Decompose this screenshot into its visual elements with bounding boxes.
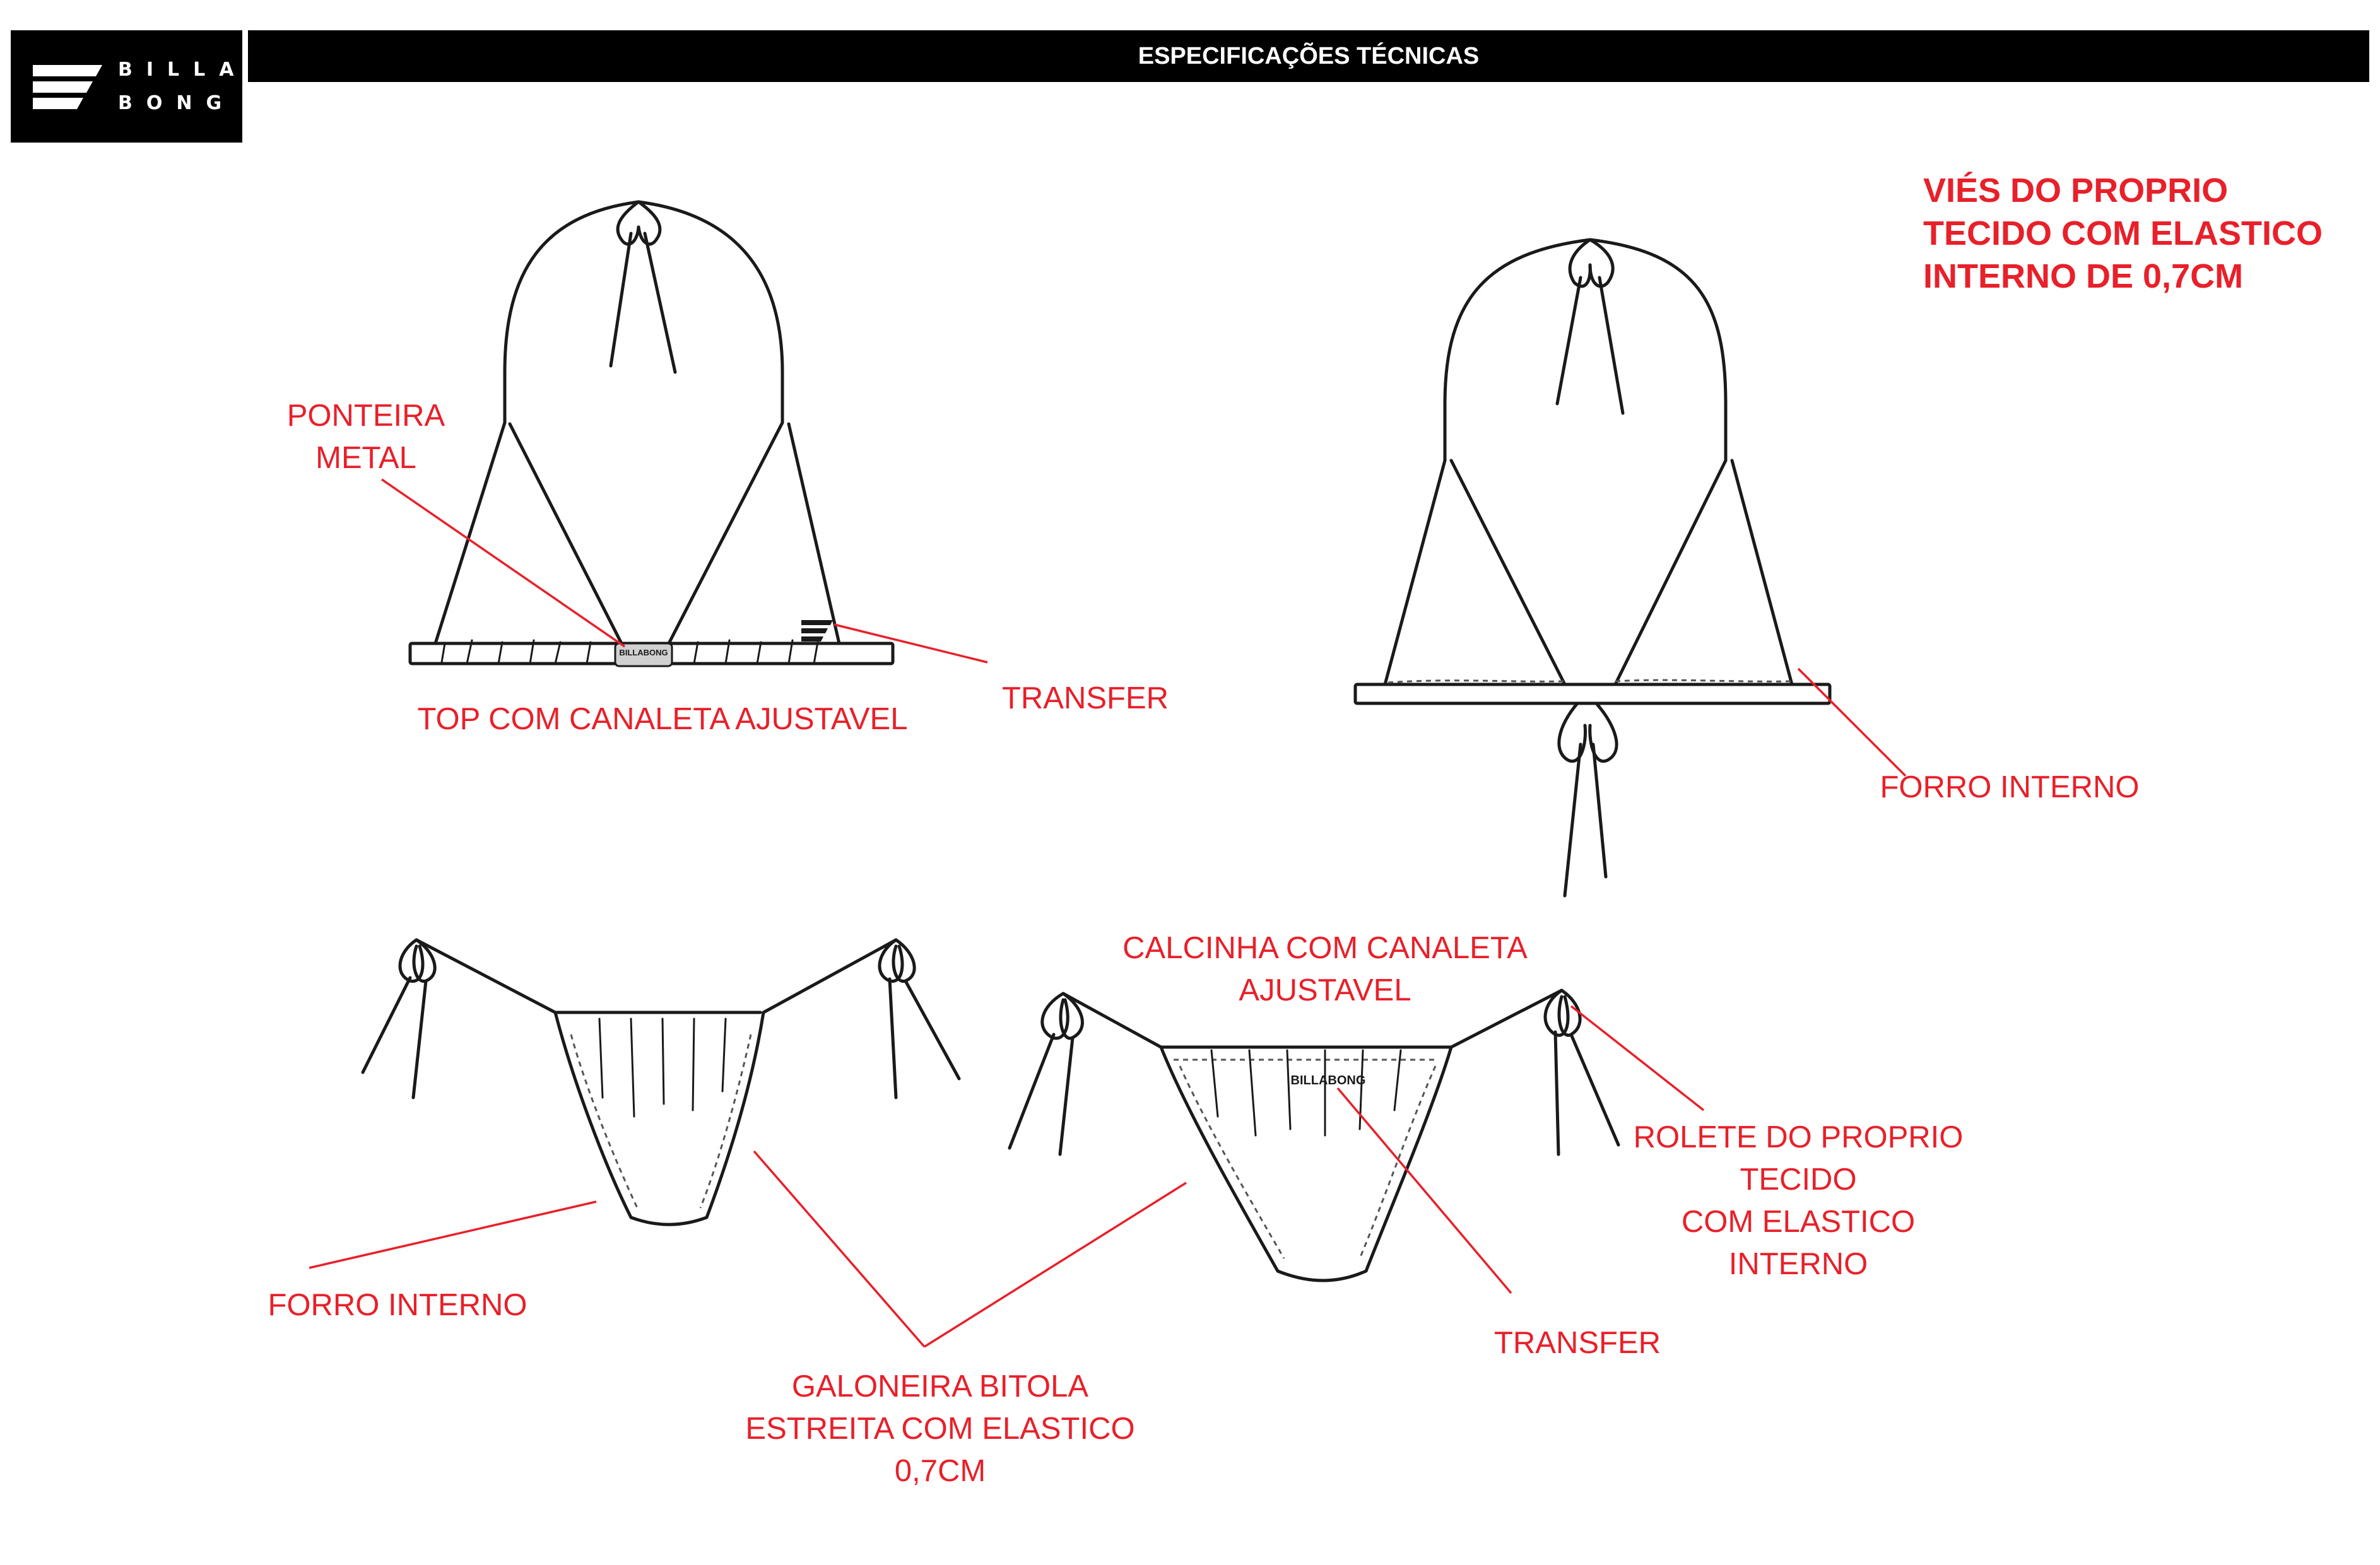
billabong-wave-icon <box>33 65 102 109</box>
leader-forro-top <box>1797 667 1907 777</box>
brand-mark-bottom: BILLABONG <box>1290 1074 1366 1087</box>
label-calcinha-line2: AJUSTAVEL <box>1239 973 1411 1007</box>
label-calcinha-line1: CALCINHA COM CANALETA <box>1122 931 1528 965</box>
logo-text-line2: BONG <box>118 92 236 114</box>
label-ponteira-line2: METAL <box>315 441 416 475</box>
label-forro-top: FORRO INTERNO <box>1880 770 2140 804</box>
leader-rolete <box>1570 1005 1705 1111</box>
bottom-front-sketch <box>361 938 961 1226</box>
note-vies: VIÉS DO PROPRIO TECIDO COM ELASTICO INTE… <box>1923 169 2323 298</box>
note-line-3: INTERNO DE 0,7CM <box>1923 257 2244 295</box>
leader-galoneira-left <box>753 1150 926 1348</box>
page-title: ESPECIFICAÇÕES TÉCNICAS <box>1138 43 1480 69</box>
logo-text-line1: BILLA <box>118 59 248 81</box>
label-rolete-line2: TECIDO <box>1740 1163 1857 1197</box>
leader-forro-bottom <box>309 1200 597 1269</box>
label-rolete: ROLETE DO PROPRIO TECIDO COM ELASTICO IN… <box>1622 1117 1975 1286</box>
label-galoneira-line3: 0,7CM <box>894 1454 986 1488</box>
label-galoneira-line2: ESTREITA COM ELASTICO <box>745 1412 1135 1446</box>
label-galoneira: GALONEIRA BITOLA ESTREITA COM ELASTICO 0… <box>732 1366 1148 1492</box>
label-ponteira-metal: PONTEIRA METAL <box>271 395 461 479</box>
label-rolete-line4: INTERNO <box>1728 1247 1868 1281</box>
top-back-sketch <box>1353 238 1832 898</box>
bottom-back-sketch <box>1008 988 1620 1282</box>
leader-transfer-bottom <box>1336 1087 1512 1294</box>
top-front-sketch <box>408 200 895 667</box>
note-line-1: VIÉS DO PROPRIO <box>1923 172 2229 209</box>
transfer-logo-top <box>801 620 833 642</box>
brand-mark-top: BILLABONG <box>619 648 668 657</box>
metal-tip-mark <box>614 642 673 667</box>
leader-galoneira-right <box>924 1181 1187 1348</box>
leader-transfer-top <box>834 623 988 664</box>
label-forro-bottom: FORRO INTERNO <box>268 1288 527 1322</box>
header-bar: ESPECIFICAÇÕES TÉCNICAS <box>248 30 2369 82</box>
label-rolete-line3: COM ELASTICO <box>1681 1205 1916 1239</box>
label-ponteira-line1: PONTEIRA <box>286 399 445 433</box>
label-transfer-bottom: TRANSFER <box>1493 1326 1661 1360</box>
label-galoneira-line1: GALONEIRA BITOLA <box>791 1369 1089 1404</box>
label-transfer-top: TRANSFER <box>1001 681 1169 715</box>
label-rolete-line1: ROLETE DO PROPRIO <box>1633 1120 1964 1154</box>
leader-ponteira <box>381 478 625 648</box>
label-calcinha-canaleta: CALCINHA COM CANALETA AJUSTAVEL <box>1104 927 1546 1012</box>
brand-logo: BILLA BONG <box>11 30 242 143</box>
note-line-2: TECIDO COM ELASTICO <box>1923 214 2323 252</box>
label-top-canaleta: TOP COM CANALETA AJUSTAVEL <box>417 702 908 736</box>
